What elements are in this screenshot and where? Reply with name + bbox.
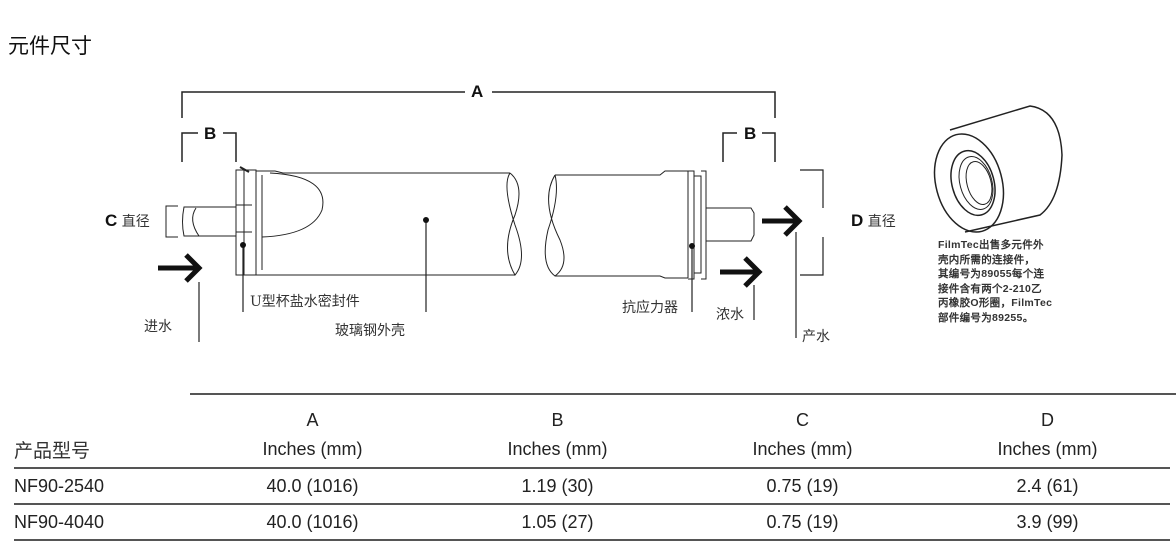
feed-pipe (182, 206, 236, 237)
concentrate-label: 浓水 (716, 307, 744, 323)
column-header-a: A (306, 410, 319, 430)
dimension-d-letter: D (851, 211, 864, 230)
section-title: 元件尺寸 (8, 34, 92, 58)
brine-seal-cap (235, 169, 257, 276)
note-line: 其编号为89055每个连 (938, 268, 1045, 280)
table-top-rule (190, 393, 1176, 395)
feed-arrow-icon (158, 253, 203, 283)
dimensions-table: A B C D 产品型号 Inches (mm) Inches (mm) Inc… (14, 395, 1170, 541)
unit-d: Inches (mm) (925, 431, 1170, 469)
permeate-pipe (706, 207, 755, 242)
fiberglass-shell-left (256, 170, 515, 276)
anti-telescoping-label: 抗应力器 (622, 300, 678, 316)
shell-label: 玻璃钢外壳 (335, 323, 405, 339)
note-line: FilmTec出售多元件外 (938, 239, 1044, 251)
fiberglass-shell-right (555, 170, 689, 279)
brine-seal-label: U型杯盐水密封件 (250, 294, 360, 310)
unit-a: Inches (mm) (190, 431, 435, 469)
dimension-c-suffix: 直径 (121, 214, 150, 230)
dimension-b-right-label: B (744, 124, 757, 143)
break-right (544, 174, 565, 277)
column-header-d: D (1041, 410, 1054, 430)
note-line: 丙橡胶O形圈，FilmTec (938, 297, 1053, 309)
dimension-d-suffix: 直径 (867, 214, 896, 230)
value-cell: 3.9 (99) (925, 504, 1170, 541)
value-cell: 0.75 (19) (680, 504, 925, 541)
break-left (506, 172, 522, 276)
dimension-a-label: A (471, 82, 484, 101)
feed-label: 进水 (144, 319, 172, 335)
value-cell: 0.75 (19) (680, 468, 925, 505)
dimension-b-right-bracket (722, 132, 776, 162)
value-cell: 40.0 (1016) (190, 468, 435, 505)
table-header-row: A B C D (14, 395, 1170, 431)
permeate-label: 产水 (802, 329, 830, 345)
value-cell: 1.19 (30) (435, 468, 680, 505)
unit-c: Inches (mm) (680, 431, 925, 469)
note-line: 部件编号为89255。 (938, 311, 1034, 324)
note-line: 壳内所需的连接件， (938, 253, 1036, 266)
anti-telescoping-device (688, 170, 707, 280)
connector-fitting-icon (933, 105, 1063, 233)
connector-note: FilmTec出售多元件外 壳内所需的连接件， 其编号为89055每个连 接件含… (938, 238, 1052, 325)
note-line: 接件含有两个2-210乙 (938, 282, 1042, 295)
value-cell: 1.05 (27) (435, 504, 680, 541)
product-header: 产品型号 (14, 431, 190, 469)
value-cell: 2.4 (61) (925, 468, 1170, 505)
dimension-c-label: C 直径 (105, 211, 150, 231)
table-units-row: 产品型号 Inches (mm) Inches (mm) Inches (mm)… (14, 431, 1170, 469)
model-cell: NF90-4040 (14, 504, 190, 541)
permeate-arrow-icon (762, 205, 803, 237)
dimension-c-letter: C (105, 211, 118, 230)
element-dimension-diagram (158, 91, 1063, 342)
dimension-a-bracket (181, 91, 776, 118)
dimension-b-left-label: B (204, 124, 217, 143)
unit-b: Inches (mm) (435, 431, 680, 469)
dimension-b-left-bracket (181, 132, 237, 162)
table-row: NF90-4040 40.0 (1016) 1.05 (27) 0.75 (19… (14, 504, 1170, 541)
column-header-c: C (796, 410, 809, 430)
column-header-b: B (551, 410, 564, 430)
table-row: NF90-2540 40.0 (1016) 1.19 (30) 0.75 (19… (14, 468, 1170, 505)
value-cell: 40.0 (1016) (190, 504, 435, 541)
dimension-d-bracket (800, 169, 824, 276)
dimension-c-bracket (165, 205, 178, 238)
model-cell: NF90-2540 (14, 468, 190, 505)
concentrate-arrow-icon (720, 256, 763, 288)
dimension-d-label: D 直径 (851, 211, 896, 231)
